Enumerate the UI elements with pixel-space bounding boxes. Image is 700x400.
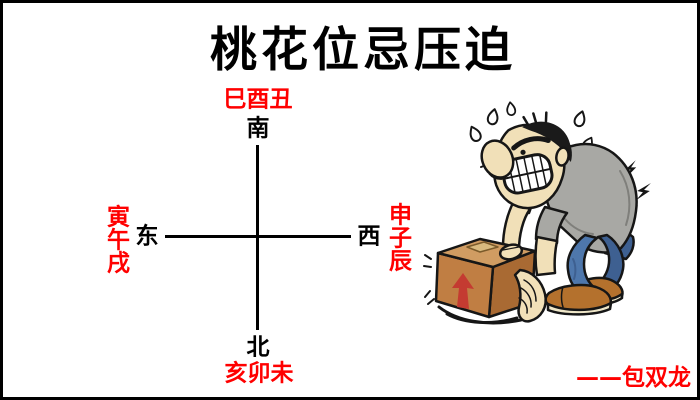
- box-shadow-scribble: [437, 305, 523, 325]
- box-up-arrow-icon: [452, 273, 474, 309]
- near-shoe: [544, 283, 613, 316]
- eye: [520, 149, 526, 155]
- strain-ticks: [423, 254, 435, 305]
- east-direction-label: 东: [135, 223, 159, 250]
- compass-horizontal-axis: [165, 235, 351, 238]
- south-direction-label: 南: [246, 115, 270, 142]
- east-branches-label: 寅午戌: [102, 204, 129, 274]
- angry-brow: [511, 136, 551, 151]
- south-branches-label: 巳酉丑: [223, 86, 293, 113]
- ear: [555, 146, 570, 167]
- man-lifting-box-illustration: [423, 101, 651, 325]
- nose: [480, 139, 515, 179]
- north-direction-label: 北: [246, 334, 270, 361]
- gripping-hand: [513, 268, 547, 323]
- north-branches-label: 亥卯未: [224, 360, 294, 387]
- far-forearm: [534, 235, 559, 277]
- author-signature: ——包双龙: [576, 365, 691, 391]
- near-hand: [498, 243, 524, 261]
- head: [480, 111, 572, 210]
- gritted-teeth: [501, 153, 554, 195]
- page-title: 桃花位忌压迫: [210, 23, 516, 78]
- west-direction-label: 西: [357, 223, 381, 250]
- west-branches-label: 申子辰: [384, 202, 411, 272]
- near-forearm: [501, 201, 532, 252]
- box-tape-label: [466, 241, 499, 253]
